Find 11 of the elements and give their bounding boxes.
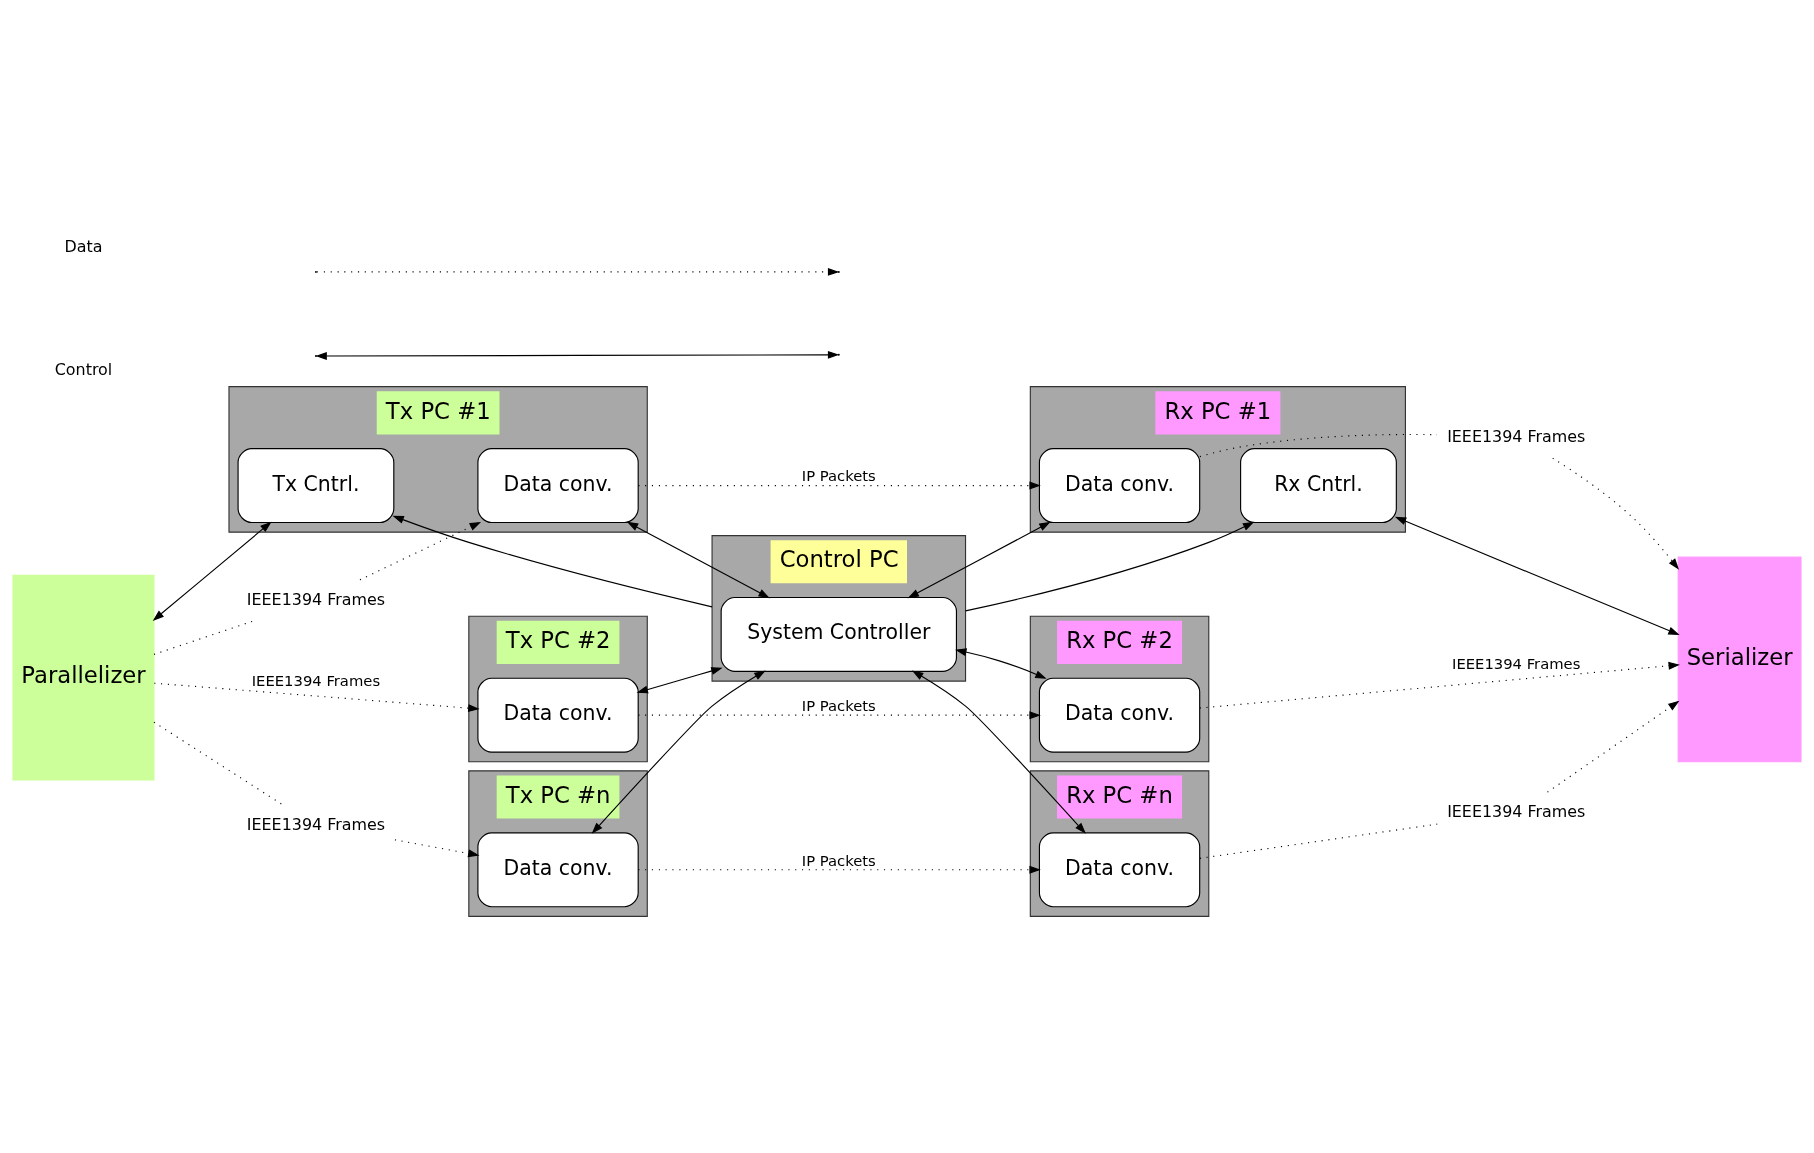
node-text: IEEE1394 Frames (1447, 802, 1586, 822)
node-text: IEEE1394 Frames (246, 814, 386, 834)
legend-label: Control (54, 359, 113, 379)
node-text: IEEE1394 Frames (1447, 427, 1586, 447)
legend-label: Data (64, 237, 103, 257)
edge-label: IP Packets (801, 851, 876, 869)
edge-label: IEEE1394 Frames (251, 672, 381, 690)
edge-label: IEEE1394 Frames (1452, 655, 1581, 673)
edge-label: IP Packets (801, 697, 876, 715)
node-text: IEEE1394 Frames (246, 589, 386, 609)
edge-label: IP Packets (801, 467, 876, 485)
